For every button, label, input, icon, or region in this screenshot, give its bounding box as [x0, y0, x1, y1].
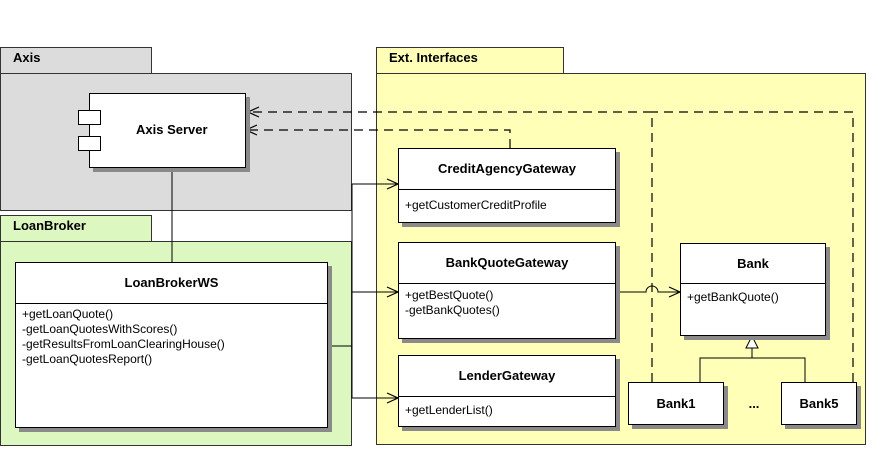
axis-server-label: Axis Server [136, 122, 208, 137]
class-creditagencygateway[interactable]: CreditAgencyGateway +getCustomerCreditPr… [398, 148, 616, 223]
class-lendergateway-name: LenderGateway [458, 368, 556, 383]
association-bankquote-to-bank [616, 285, 682, 298]
instance-bank1-label: Bank1 [656, 396, 696, 411]
class-bank-name: Bank [737, 256, 769, 271]
class-lendergateway-operations: +getLenderList() [405, 403, 611, 418]
instance-bank5[interactable]: Bank5 [781, 382, 857, 425]
generalization-triangle-icon [745, 334, 759, 349]
generalization-lines [699, 357, 806, 382]
class-bank[interactable]: Bank +getBankQuote() [680, 243, 826, 336]
class-bankquotegateway[interactable]: BankQuoteGateway +getBestQuote() -getBan… [398, 242, 616, 339]
operation: +getCustomerCreditProfile [405, 198, 547, 212]
class-loanbrokerws-name: LoanBrokerWS [124, 275, 219, 290]
package-tab-ext-interfaces: Ext. Interfaces [376, 47, 564, 74]
instances-ellipsis: ... [748, 396, 760, 411]
instance-bank1[interactable]: Bank1 [628, 382, 724, 425]
operation: -getBankQuotes() [405, 303, 500, 317]
instance-bank5-label: Bank5 [799, 396, 839, 411]
operation: +getLenderList() [405, 403, 493, 417]
class-bankquotegateway-operations: +getBestQuote() -getBankQuotes() [405, 288, 611, 318]
class-loanbrokerws-operations: +getLoanQuote() -getLoanQuotesWithScores… [22, 307, 323, 367]
operation: -getLoanQuotesReport() [22, 352, 153, 366]
operation: -getResultsFromLoanClearingHouse() [22, 337, 225, 351]
axis-server-component[interactable]: Axis Server [89, 93, 246, 168]
component-port-icon-top [78, 110, 101, 125]
class-bankquotegateway-name: BankQuoteGateway [445, 255, 569, 270]
class-loanbrokerws[interactable]: LoanBrokerWS +getLoanQuote() -getLoanQuo… [15, 262, 328, 428]
package-tab-axis: Axis [0, 47, 152, 74]
operation: -getLoanQuotesWithScores() [22, 322, 178, 336]
class-bank-operations: +getBankQuote() [687, 290, 821, 305]
operation: +getBestQuote() [405, 288, 494, 302]
class-creditagencygateway-name: CreditAgencyGateway [438, 161, 576, 176]
operation: +getBankQuote() [687, 290, 779, 304]
class-creditagencygateway-operations: +getCustomerCreditProfile [405, 198, 611, 213]
component-port-icon-bottom [78, 136, 101, 151]
operation: +getLoanQuote() [22, 307, 114, 321]
class-lendergateway[interactable]: LenderGateway +getLenderList() [398, 355, 616, 427]
dependency-credit-to-axis [244, 124, 511, 148]
dependency-bank5-to-axis [652, 111, 854, 382]
